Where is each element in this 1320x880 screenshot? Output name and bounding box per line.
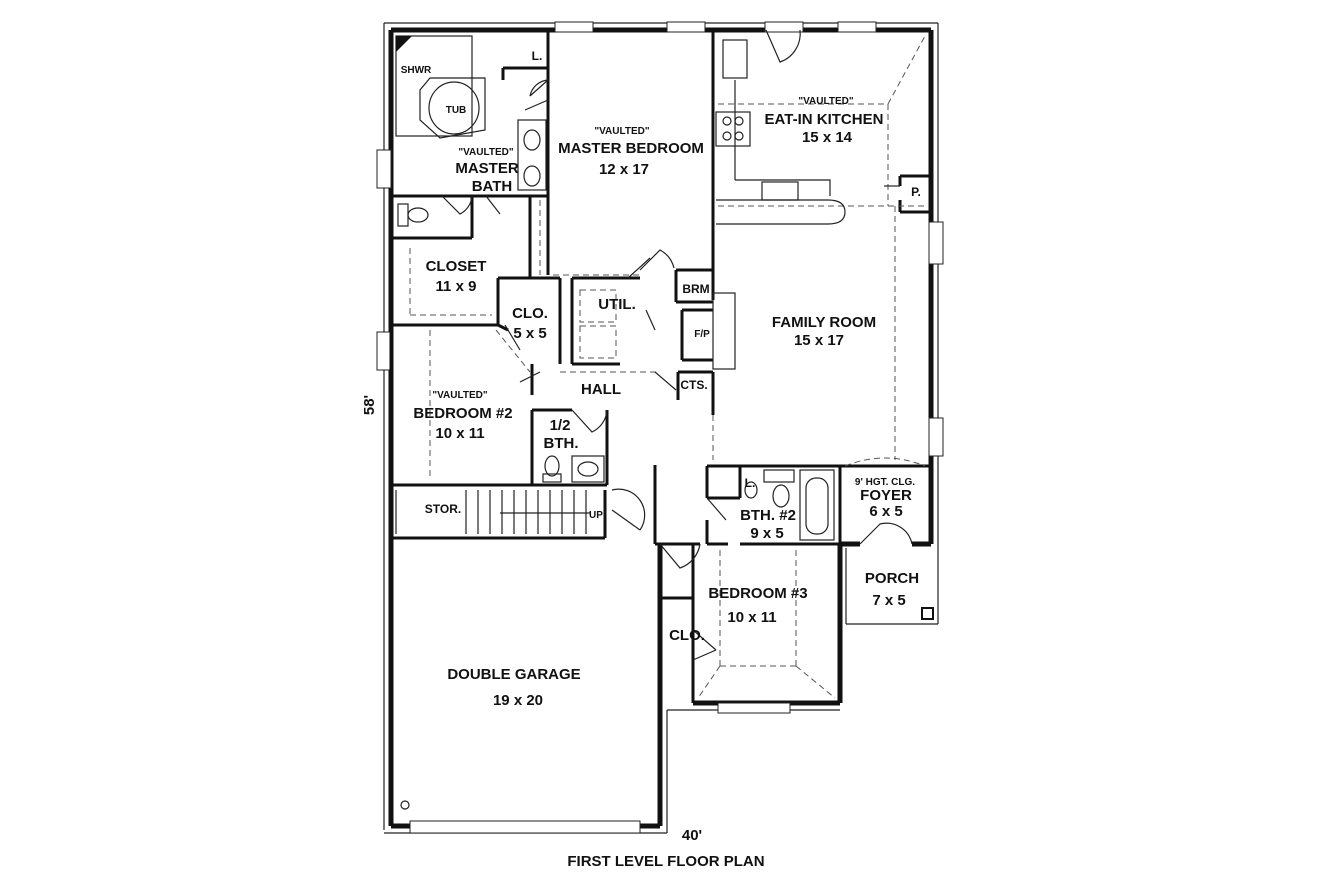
interior-walls	[389, 30, 931, 703]
bedroom2-name: BEDROOM #2	[413, 405, 512, 422]
master-bedroom-name: MASTER BEDROOM	[558, 140, 704, 157]
half-bath-name-line1: 1/2	[550, 417, 571, 434]
garage-size: 19 x 20	[493, 692, 543, 709]
windows	[376, 21, 944, 834]
master-bath-name-line2: BATH	[472, 178, 513, 195]
closet-name: CLOSET	[426, 258, 487, 275]
brm-name: BRM	[682, 282, 709, 296]
garage-name: DOUBLE GARAGE	[447, 666, 580, 683]
foyer-size: 6 x 5	[869, 503, 902, 520]
bath2-linen-name: L.	[745, 476, 756, 490]
width-dimension: 40'	[682, 827, 702, 844]
room-labels: "VAULTED" MASTER BEDROOM 12 x 17 "VAULTE…	[401, 49, 921, 709]
bedroom2-vaulted-note: "VAULTED"	[432, 390, 487, 401]
master-bedroom-size: 12 x 17	[599, 161, 649, 178]
plan-annotations: 40' 58' FIRST LEVEL FLOOR PLAN	[361, 395, 765, 870]
master-bedroom-vaulted-note: "VAULTED"	[594, 126, 649, 137]
closet-size: 11 x 9	[436, 278, 477, 295]
doors	[441, 29, 913, 661]
master-bath-name-line1: MASTER	[455, 160, 519, 177]
family-room-size: 15 x 17	[794, 332, 844, 349]
kitchen-size: 15 x 14	[802, 129, 853, 146]
clo-size: 5 x 5	[513, 325, 546, 342]
stor-name: STOR.	[425, 502, 461, 516]
fixtures	[395, 35, 835, 810]
fp-name: F/P	[694, 329, 710, 340]
master-linen-name: L.	[532, 49, 543, 63]
bedroom2-size: 10 x 11	[435, 425, 484, 442]
tub-label: TUB	[446, 105, 467, 116]
bath2-name: BTH. #2	[740, 507, 796, 524]
util-name: UTIL.	[598, 296, 636, 313]
depth-dimension: 58'	[361, 395, 378, 415]
bedroom3-closet-name: CLO.	[669, 627, 705, 644]
porch-name: PORCH	[865, 570, 919, 587]
kitchen-name: EAT-IN KITCHEN	[765, 111, 884, 128]
bedroom3-size: 10 x 11	[727, 609, 776, 626]
kitchen-vaulted-note: "VAULTED"	[798, 96, 853, 107]
shower-label: SHWR	[401, 65, 432, 76]
half-bath-name-line2: BTH.	[544, 435, 579, 452]
plan-title: FIRST LEVEL FLOOR PLAN	[567, 853, 764, 870]
bath2-size: 9 x 5	[750, 525, 783, 542]
stair-up-label: UP	[589, 510, 603, 521]
master-bath-vaulted-note: "VAULTED"	[458, 147, 513, 158]
bedroom3-name: BEDROOM #3	[708, 585, 807, 602]
hall-name: HALL	[581, 381, 621, 398]
dashed-lines	[409, 35, 926, 699]
pantry-name: P.	[911, 185, 921, 199]
porch-size: 7 x 5	[872, 592, 905, 609]
foyer-ceiling-note: 9' HGT. CLG.	[855, 477, 915, 488]
cts-name: CTS.	[680, 378, 707, 392]
clo-name: CLO.	[512, 305, 548, 322]
foyer-name: FOYER	[860, 487, 912, 504]
family-room-name: FAMILY ROOM	[772, 314, 876, 331]
